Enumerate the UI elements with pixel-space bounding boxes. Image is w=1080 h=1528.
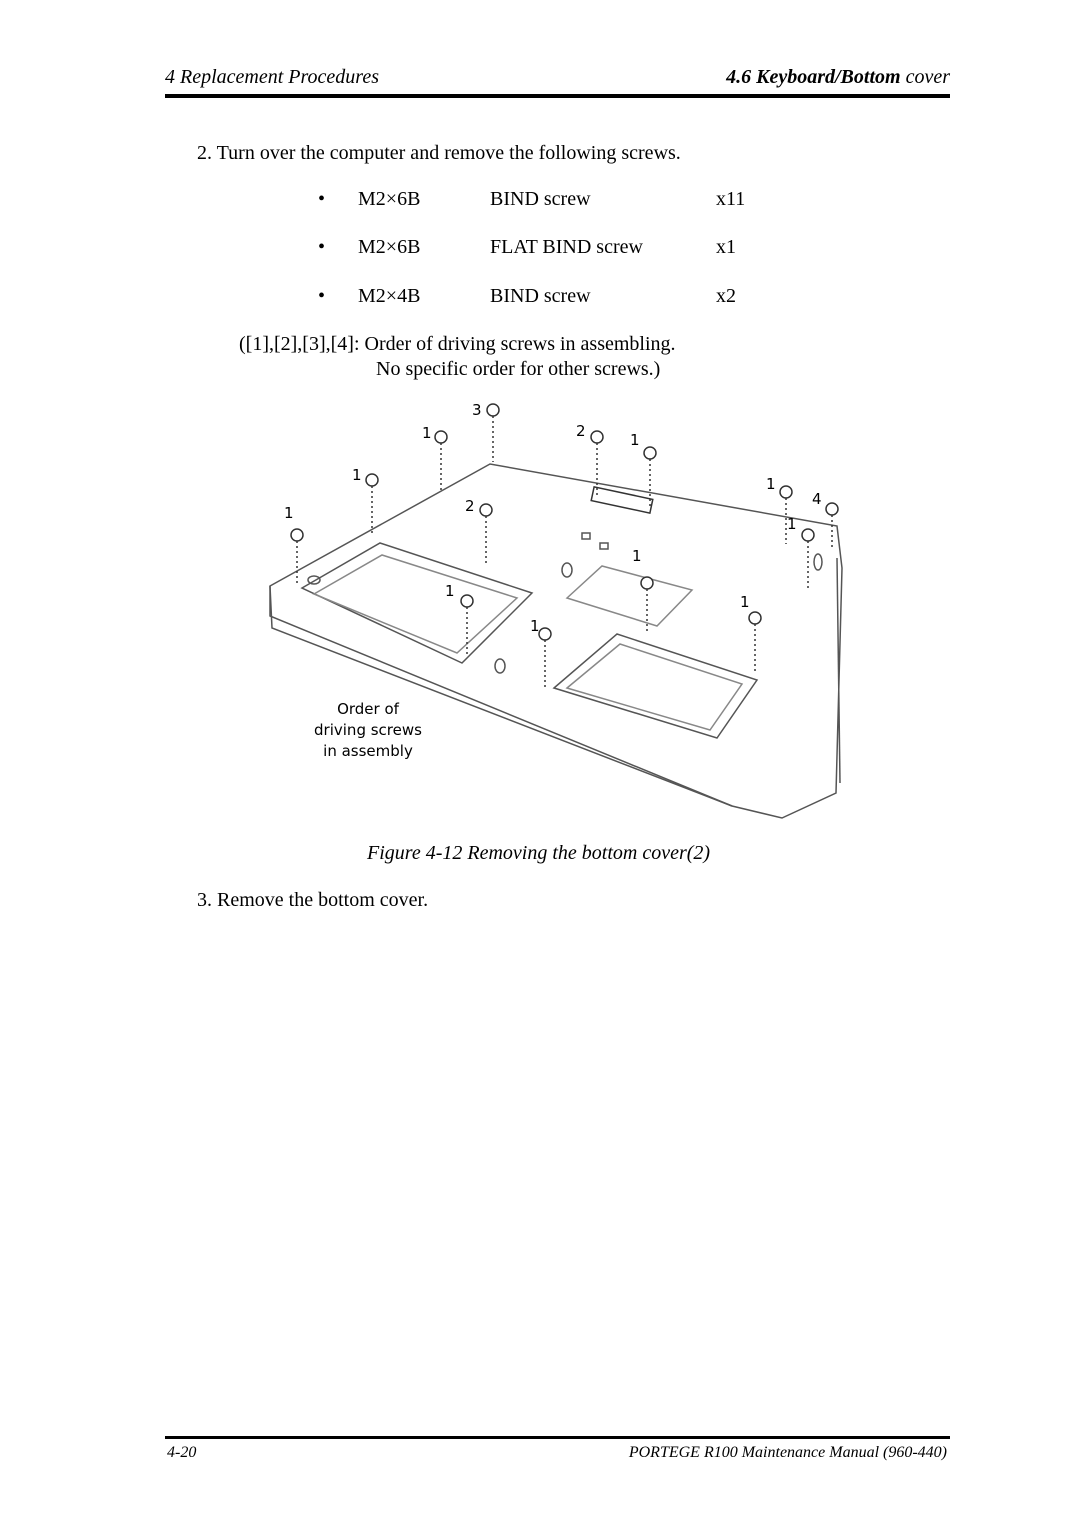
order-label: 1 [445, 582, 455, 600]
order-label: 1 [530, 617, 540, 635]
order-label: 1 [740, 593, 750, 611]
dock-connector [590, 486, 654, 514]
bullet: • [318, 285, 326, 307]
order-label: 3 [472, 401, 482, 419]
step-3-text: 3. Remove the bottom cover. [197, 889, 429, 911]
section-number: 4.6 [726, 66, 752, 88]
screw-icon [825, 502, 839, 548]
footer-rule [165, 1436, 950, 1439]
order-label: 1 [632, 547, 642, 565]
screw-icon [538, 627, 552, 688]
screw-size: M2×4B [358, 285, 421, 307]
figure-note-line-3: in assembly [323, 742, 413, 760]
screw-icon [779, 485, 793, 544]
order-label: 1 [284, 504, 294, 522]
screw-quantity: x2 [716, 285, 736, 307]
memory-door [565, 565, 694, 627]
manual-title: PORTEGE R100 Maintenance Manual (960-440… [628, 1444, 947, 1461]
figure-caption: Figure 4-12 Removing the bottom cover(2) [367, 842, 711, 864]
bottom-cover-figure: 3 1 2 1 1 1 2 1 4 1 1 1 1 1 Order of dri… [269, 401, 843, 819]
screw-icon [590, 430, 604, 496]
screw-icon [290, 528, 304, 584]
left-bay [300, 542, 534, 664]
screw-icon [748, 611, 762, 674]
screw-icon [643, 446, 657, 508]
screw-size: M2×6B [358, 236, 421, 258]
bullet: • [318, 188, 326, 210]
order-label: 2 [465, 497, 475, 515]
figure-note-line-1: Order of [337, 700, 400, 718]
figure-note-line-2: driving screws [314, 721, 422, 739]
step-2-text: 2. Turn over the computer and remove the… [197, 142, 681, 164]
order-label: 2 [576, 422, 586, 440]
section-title-bold: Keyboard/Bottom [756, 66, 901, 88]
header-rule [165, 94, 950, 98]
screw-type: BIND screw [490, 285, 591, 307]
order-label: 1 [787, 515, 797, 533]
screw-icon [434, 430, 448, 490]
assembly-order-note-line-2: No specific order for other screws.) [376, 358, 661, 380]
right-bay [552, 633, 759, 739]
screw-quantity: x11 [716, 188, 746, 210]
running-header-section: 4.6 Keyboard/Bottom cover [726, 66, 950, 89]
assembly-order-note-line-1: ([1],[2],[3],[4]: Order of driving screw… [239, 333, 676, 355]
order-label: 4 [812, 490, 822, 508]
order-label: 1 [630, 431, 640, 449]
order-label: 1 [766, 475, 776, 493]
screw-icon [640, 576, 654, 632]
screw-icon [486, 403, 500, 462]
running-header-chapter: 4 Replacement Procedures [165, 66, 379, 88]
order-label: 1 [352, 466, 362, 484]
screw-quantity: x1 [716, 236, 736, 258]
laptop-base-outline [269, 463, 843, 819]
screw-icon [460, 594, 474, 656]
section-title-rest: cover [905, 66, 950, 88]
screw-type: BIND screw [490, 188, 591, 210]
screw-size: M2×6B [358, 188, 421, 210]
screw-icon [365, 473, 379, 534]
screw-type: FLAT BIND screw [490, 236, 643, 258]
screw-icon [801, 528, 815, 588]
page-number: 4-20 [167, 1444, 197, 1461]
bullet: • [318, 236, 326, 258]
order-label: 1 [422, 424, 432, 442]
screw-icon [479, 503, 493, 563]
